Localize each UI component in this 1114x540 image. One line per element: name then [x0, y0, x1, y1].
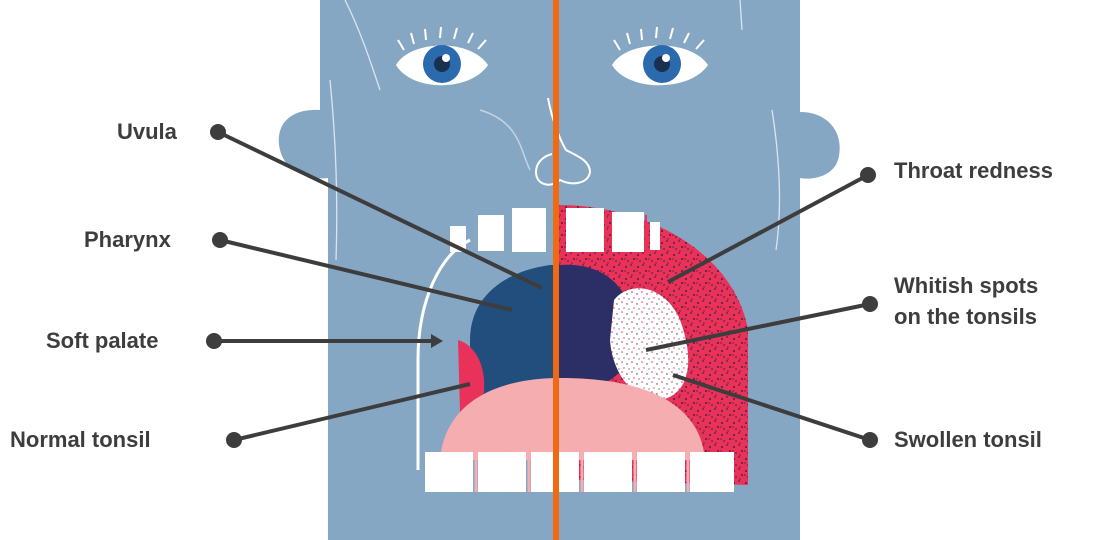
label-throat-redness: Throat redness [894, 157, 1053, 185]
pharynx-dot [212, 232, 228, 248]
label-whitish-spots-line2: on the tonsils [894, 303, 1037, 331]
uvula-dot [210, 124, 226, 140]
swollen-tonsil-dot [862, 432, 878, 448]
label-swollen-tonsil: Swollen tonsil [894, 426, 1042, 454]
label-soft-palate: Soft palate [46, 327, 158, 355]
label-normal-tonsil: Normal tonsil [10, 426, 151, 454]
label-pharynx: Pharynx [84, 226, 171, 254]
whitish-spots-dot [862, 296, 878, 312]
throat-redness-dot [860, 167, 876, 183]
label-whitish-spots-line1: Whitish spots [894, 272, 1038, 300]
label-uvula: Uvula [117, 118, 177, 146]
normal-tonsil-dot [226, 432, 242, 448]
soft-palate-dot [206, 333, 222, 349]
